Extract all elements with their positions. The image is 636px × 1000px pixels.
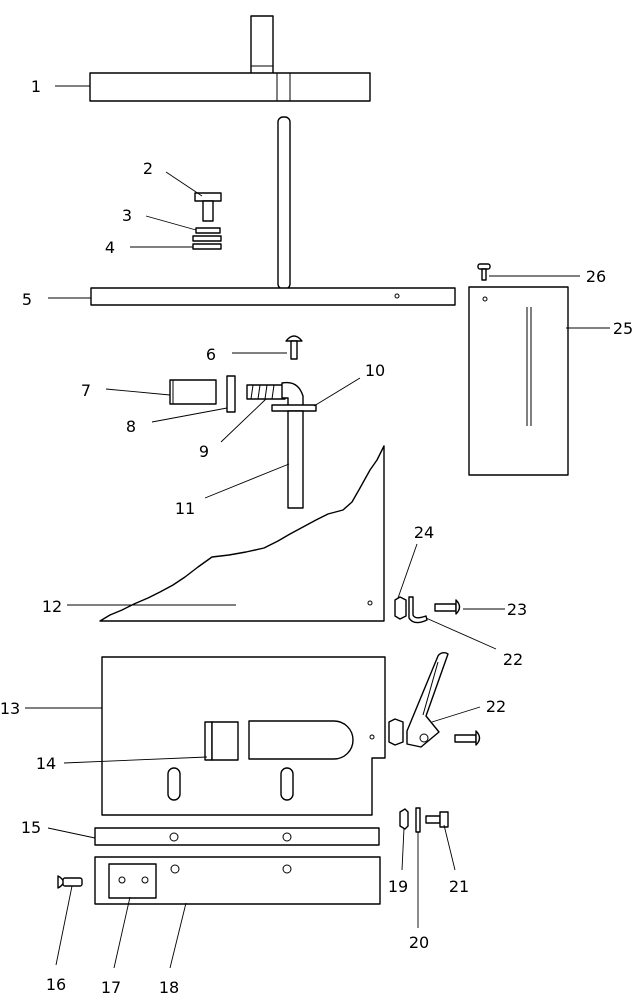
callout-14: 14 [36, 754, 56, 773]
part-8-gasket [226, 375, 236, 413]
callout-17: 17 [101, 978, 121, 997]
callout-15: 15 [21, 818, 41, 837]
part-25-door-panel [468, 286, 569, 476]
part-20-washer [415, 807, 421, 833]
part-2-bolt [194, 192, 222, 222]
callout-26: 26 [586, 267, 606, 286]
part-10-flange [271, 404, 317, 412]
part-22-lever-bracket [388, 652, 481, 748]
callout-20: 20 [409, 933, 429, 952]
callout-5: 5 [22, 290, 32, 309]
callout-25: 25 [613, 319, 633, 338]
part-24-nut [394, 596, 407, 620]
part-9-barbed-fitting [246, 381, 304, 407]
callout-11: 11 [175, 499, 195, 518]
callout-12: 12 [42, 597, 62, 616]
callout-22-upper: 22 [503, 650, 523, 669]
callout-3: 3 [122, 206, 132, 225]
callout-8: 8 [126, 417, 136, 436]
part-4-washers [192, 235, 222, 250]
part-12-side-panel [99, 445, 385, 622]
callout-19: 19 [388, 877, 408, 896]
callout-21: 21 [449, 877, 469, 896]
callout-2: 2 [143, 159, 153, 178]
callout-24: 24 [414, 523, 434, 542]
part-11-pipe [287, 410, 304, 509]
part-13-main-plate [101, 656, 386, 816]
callout-16: 16 [46, 975, 66, 994]
callout-23: 23 [507, 600, 527, 619]
callout-labels: 1 2 3 4 5 6 7 8 9 10 11 12 13 14 15 16 1… [0, 77, 633, 997]
part-1-top-bar [89, 15, 371, 102]
part-16-bolt [57, 875, 83, 889]
part-14-bushing [204, 721, 239, 761]
part-17-small-plate [108, 863, 157, 899]
part-22-upper-bracket [408, 596, 428, 624]
leader-lines [25, 85, 610, 969]
part-5-bar-with-rod [90, 116, 456, 306]
part-26-screw [477, 263, 491, 281]
part-19-nut [399, 808, 409, 830]
part-3-washer [195, 227, 221, 234]
part-23-bolt [434, 599, 461, 615]
part-21-bolt [425, 811, 449, 828]
callout-22-lower: 22 [486, 697, 506, 716]
callout-1: 1 [31, 77, 41, 96]
callout-4: 4 [105, 238, 115, 257]
callout-13: 13 [0, 699, 20, 718]
part-7-tube [169, 379, 217, 405]
callout-9: 9 [199, 442, 209, 461]
part-6-screw [285, 335, 303, 360]
callout-10: 10 [365, 361, 385, 380]
part-15-strip [94, 827, 380, 846]
callout-6: 6 [206, 345, 216, 364]
callout-7: 7 [81, 381, 91, 400]
callout-18: 18 [159, 978, 179, 997]
